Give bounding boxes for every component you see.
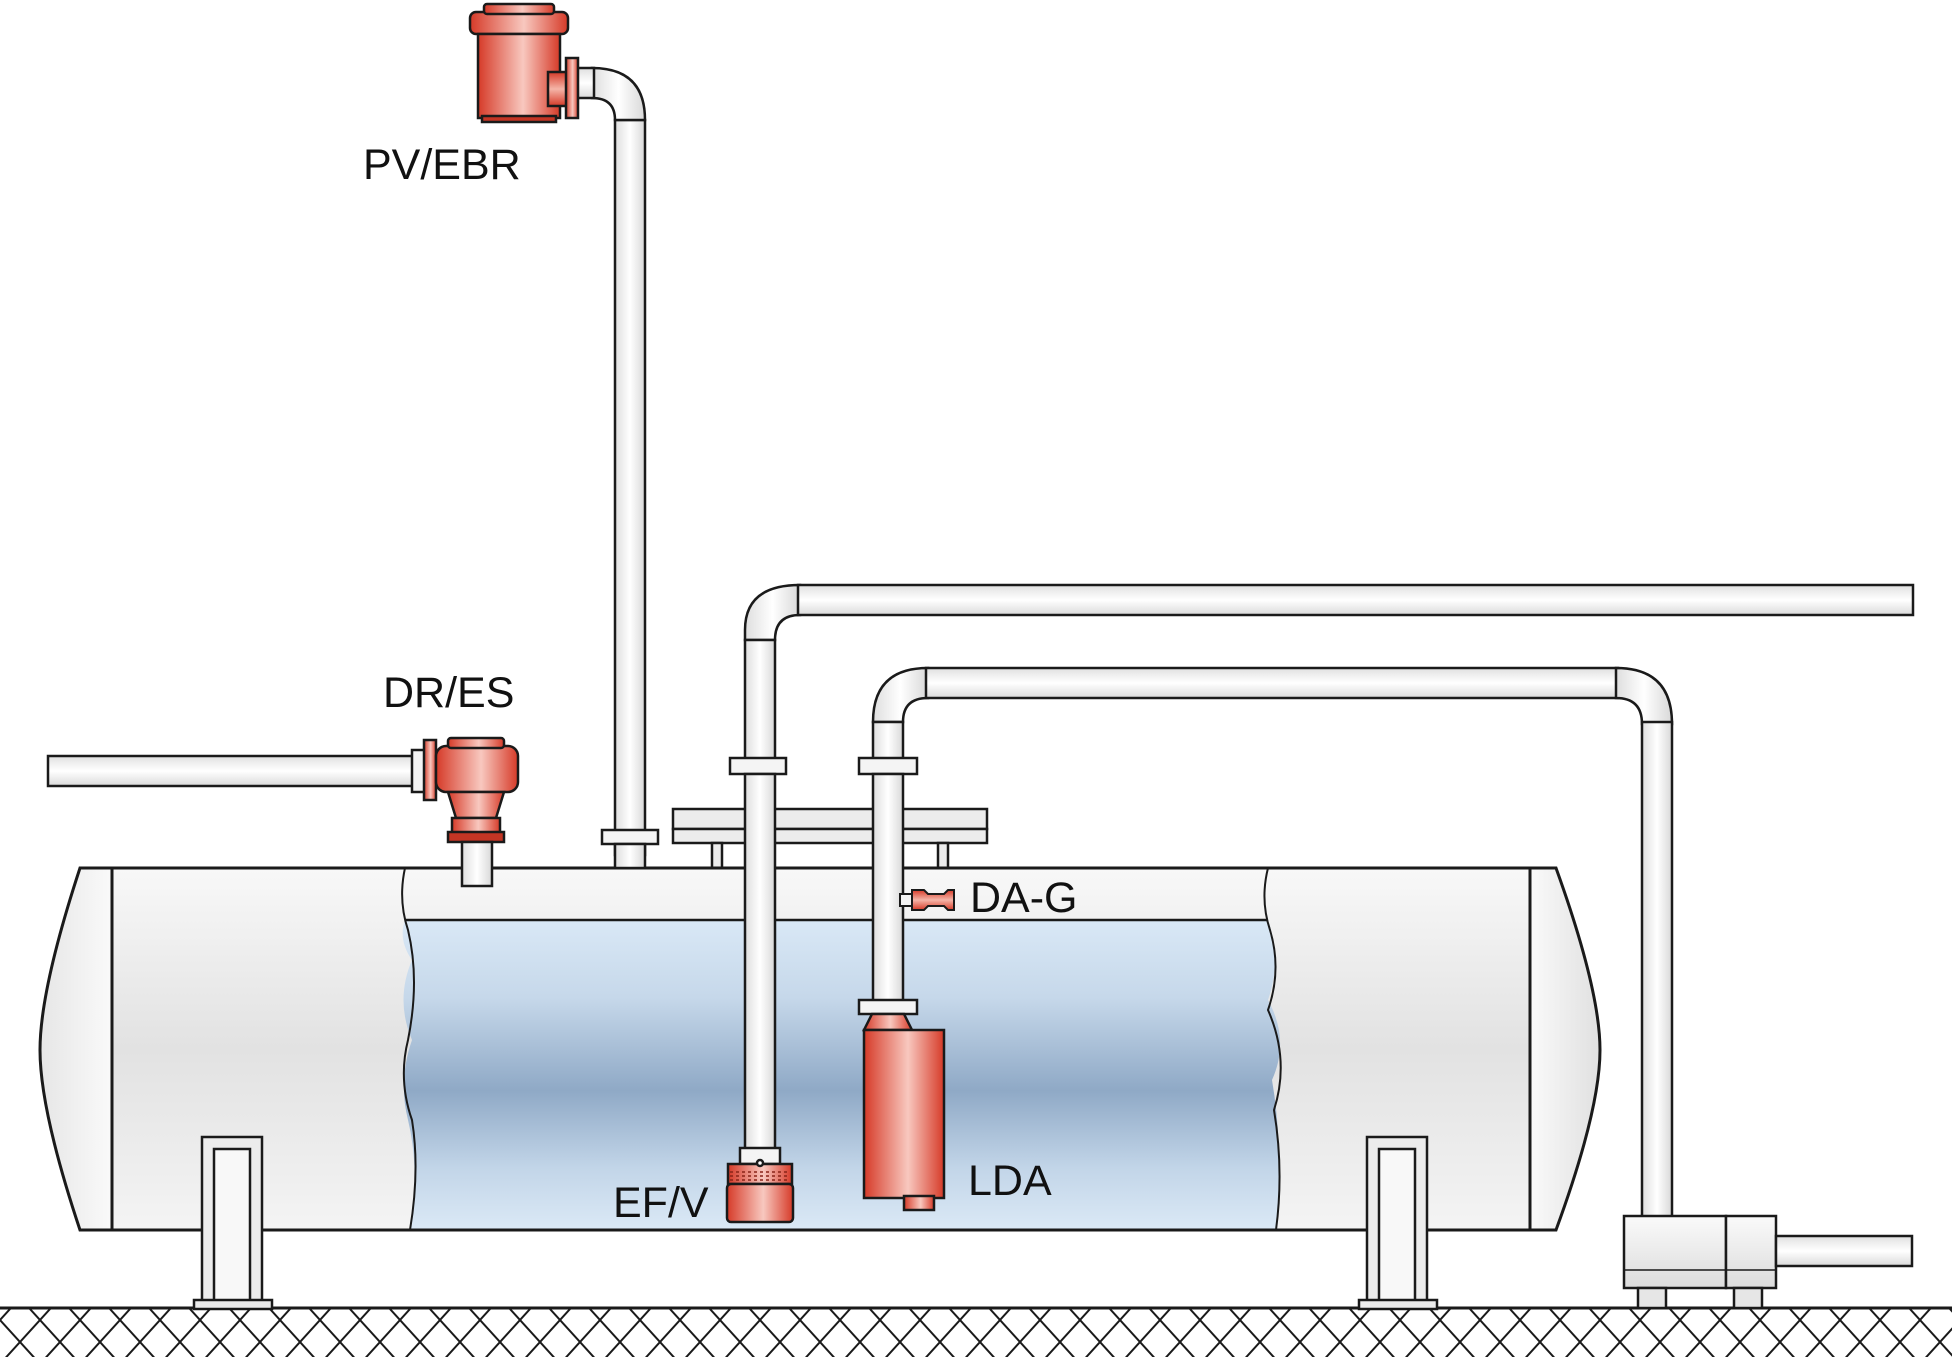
da-g-label: DA-G xyxy=(970,874,1078,922)
tank-saddle-left xyxy=(192,1135,274,1311)
overhead-pipe-efv xyxy=(728,583,1915,1168)
tank-right-cap xyxy=(1528,866,1602,1232)
storage-tank xyxy=(38,866,1602,1232)
ground xyxy=(0,1306,1952,1357)
lda-label: LDA xyxy=(968,1157,1052,1205)
inlet-pipe-left xyxy=(46,748,428,794)
da-g-valve xyxy=(899,889,955,911)
vent-pipe xyxy=(572,66,660,870)
dr-es-valve xyxy=(422,736,520,888)
tank-saddle-right xyxy=(1357,1135,1439,1311)
tank-left-cap xyxy=(38,866,114,1232)
ef-v-label: EF/V xyxy=(613,1179,709,1227)
pump xyxy=(1622,1214,1914,1310)
ef-v-foot-valve xyxy=(725,1158,795,1224)
dr-es-label: DR/ES xyxy=(383,669,515,717)
liquid-fill xyxy=(402,920,1281,1230)
pipe-support-frame xyxy=(671,807,989,870)
overhead-pipe-lda xyxy=(857,666,1674,1220)
pv-ebr-valve xyxy=(468,2,580,124)
pv-ebr-label: PV/EBR xyxy=(363,141,521,189)
lda-device xyxy=(861,1012,946,1212)
